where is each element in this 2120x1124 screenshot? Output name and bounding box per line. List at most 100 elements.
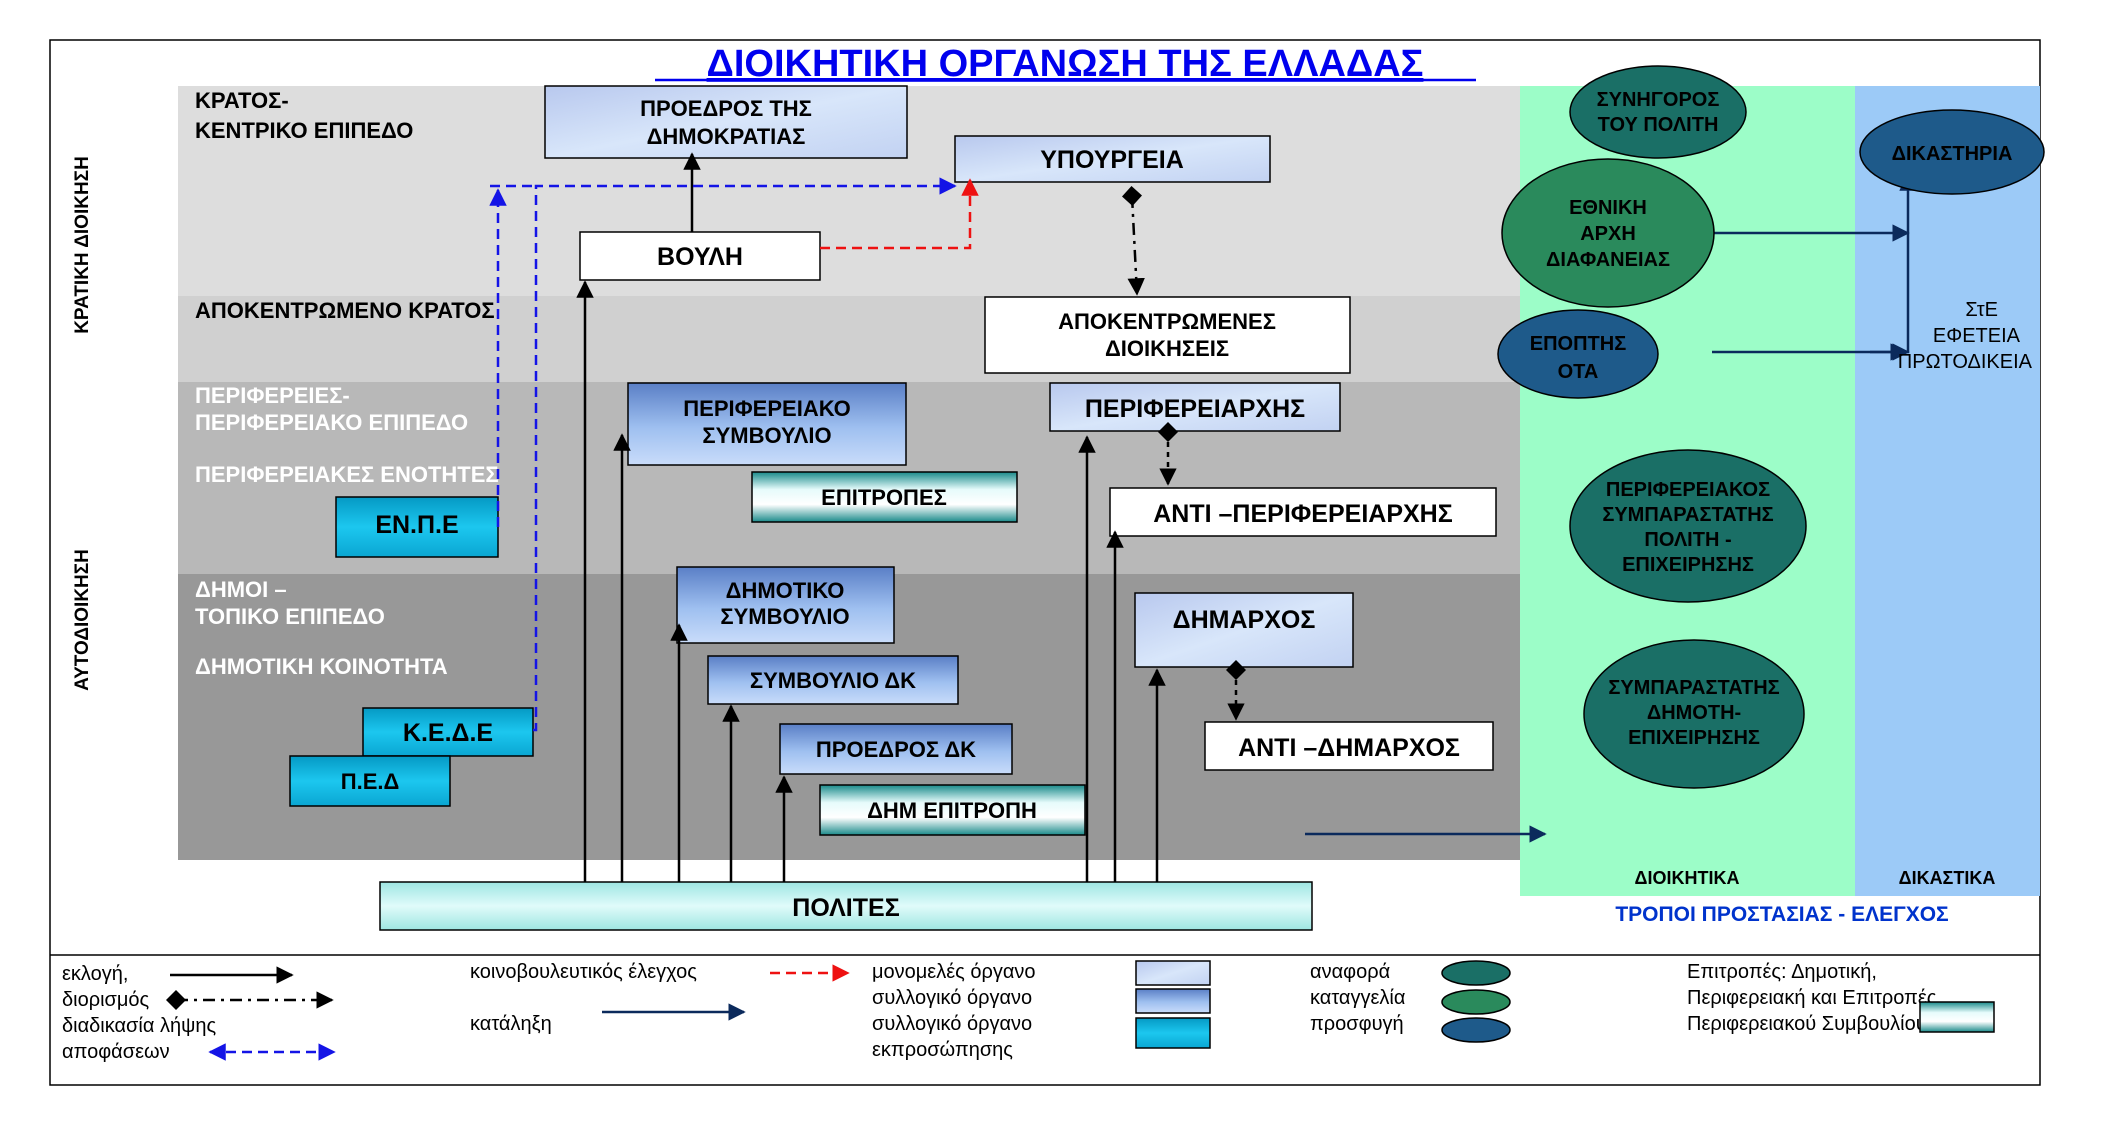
president-label-line2: ΔΗΜΟΚΡΑΤΙΑΣ <box>647 124 806 149</box>
ota-supervisor-line2: ΟΤΑ <box>1558 361 1599 383</box>
mayor-label: ΔΗΜΑΡΧΟΣ <box>1173 606 1316 634</box>
judicial-column <box>1855 86 2040 896</box>
ombudsman-line2: ΤΟΥ ΠΟΛΙΤΗ <box>1598 114 1719 136</box>
mayor-box <box>1134 592 1354 668</box>
level-municipalities-line1: ΔΗΜΟΙ – <box>195 577 287 602</box>
arrow-parliamentary-control <box>820 178 979 250</box>
legend-single-swatch <box>1135 960 1211 986</box>
level-municipalities-line2: ΤΟΠΙΚΟ ΕΠΙΠΕΔΟ <box>195 604 385 629</box>
arrow-ministries-to-decentralized <box>1122 186 1145 296</box>
level-community: ΔΗΜΟΤΙΚΗ ΚΟΙΝΟΤΗΤΑ <box>195 654 448 679</box>
level-central-line2: ΚΕΝΤΡΙΚΟ ΕΠΙΠΕΔΟ <box>195 118 413 143</box>
transparency-line1: ΕΘΝΙΚΗ <box>1569 197 1647 219</box>
kede-box <box>362 707 534 757</box>
ministries-box <box>954 135 1271 183</box>
side-label-self-government: ΑΥΤΟΔΙΟΙΚΗΣΗ <box>72 549 93 691</box>
municipal-mediator-line2: ΔΗΜΟΤΗ- <box>1647 702 1741 724</box>
ombudsman-oval <box>1569 65 1747 159</box>
enpe-box <box>335 496 499 558</box>
arrow-kede-to-ministries <box>533 177 957 732</box>
legend-representative-organ-line2: εκπροσώπησης <box>872 1039 1013 1061</box>
legend-committees-line2: Περιφερειακή και Επιτροπές <box>1687 987 1937 1009</box>
municipal-mediator-oval <box>1583 639 1805 789</box>
ombudsman-line1: ΣΥΝΗΓΟΡΟΣ <box>1597 89 1720 111</box>
judicial-column-label: ΔΙΚΑΣΤΙΚΑ <box>1899 868 1996 888</box>
legend-committee-swatch <box>1919 1001 1995 1033</box>
deputy-governor-box <box>1109 487 1497 537</box>
municipal-mediator-line3: ΕΠΙΧΕΙΡΗΣΗΣ <box>1628 727 1760 749</box>
committees-box <box>751 471 1018 523</box>
ota-supervisor-oval <box>1497 309 1659 399</box>
legend-appeal-oval <box>1441 1017 1511 1043</box>
deputy-mayor-box <box>1204 721 1494 771</box>
regional-council-line1: ΠΕΡΙΦΕΡΕΙΑΚΟ <box>683 396 850 421</box>
community-president-label: ΠΡΟΕΔΡΟΣ ΔΚ <box>816 737 976 762</box>
parliament-box <box>579 231 821 281</box>
regional-governor-label: ΠΕΡΙΦΕΡΕΙΑΡΧΗΣ <box>1085 395 1305 423</box>
regional-mediator-line4: ΕΠΙΧΕΙΡΗΣΗΣ <box>1622 554 1754 576</box>
regional-governor-box <box>1049 382 1341 432</box>
legend-report-oval <box>1441 960 1511 986</box>
legend-representative-organ-line1: συλλογικό όργανο <box>872 1013 1032 1035</box>
regional-mediator-line2: ΣΥΜΠΑΡΑΣΤΑΤΗΣ <box>1602 504 1773 526</box>
level-regional-units: ΠΕΡΙΦΕΡΕΙΑΚΕΣ ΕΝΟΤΗΤΕΣ <box>195 462 499 487</box>
president-label-line1: ΠΡΟΕΔΡΟΣ ΤΗΣ <box>640 96 812 121</box>
ped-box <box>289 755 451 807</box>
legend-election-line2: διορισμός <box>62 989 150 1011</box>
diagram-title: ΔΙΟΙΚΗΤΙΚΗ ΟΡΓΑΝΩΣΗ ΤΗΣ ΕΛΛΑΔΑΣ <box>707 43 1424 85</box>
legend-collective-organ: συλλογικό όργανο <box>872 987 1032 1009</box>
municipal-council-box <box>676 566 895 644</box>
municipal-council-line2: ΣΥΜΒΟΥΛΙΟ <box>720 604 849 629</box>
court-ste: ΣτΕ <box>1965 299 1998 321</box>
legend-complaint: καταγγελία <box>1310 987 1405 1009</box>
regional-mediator-line3: ΠΟΛΙΤΗ - <box>1644 529 1731 551</box>
regional-mediator-line1: ΠΕΡΙΦΕΡΕΙΑΚΟΣ <box>1606 479 1770 501</box>
regional-council-box <box>627 382 907 466</box>
decentralized-admin-line2: ΔΙΟΙΚΗΣΕΙΣ <box>1105 336 1229 361</box>
municipal-mediator-line1: ΣΥΜΠΑΡΑΣΤΑΤΗΣ <box>1608 677 1779 699</box>
decentralized-admin-box <box>984 296 1351 374</box>
president-box <box>544 85 908 159</box>
legend-election-line4: αποφάσεων <box>62 1041 170 1063</box>
parliament-label: ΒΟΥΛΗ <box>657 243 743 271</box>
legend-conclusion: κατάληξη <box>470 1013 552 1035</box>
ota-supervisor-line1: ΕΠΟΠΤΗΣ <box>1530 333 1626 355</box>
ped-label: Π.Ε.Δ <box>341 769 400 794</box>
transparency-authority-oval <box>1501 158 1715 308</box>
decentralized-admin-line1: ΑΠΟΚΕΝΤΡΩΜΕΝΕΣ <box>1058 309 1276 334</box>
transparency-line3: ΔΙΑΦΑΝΕΙΑΣ <box>1546 249 1670 271</box>
legend-election-line3: διαδικασία λήψης <box>62 1015 216 1037</box>
transparency-line2: ΑΡΧΗ <box>1580 223 1636 245</box>
municipal-committee-box <box>819 784 1086 836</box>
court-first-instance: ΠΡΩΤΟΔΙΚΕΙΑ <box>1898 351 2033 373</box>
arrow-supervisor-to-courts <box>1712 173 1917 354</box>
citizens-label: ΠΟΛΙΤΕΣ <box>792 894 899 922</box>
level-central-line1: ΚΡΑΤΟΣ- <box>195 88 289 113</box>
legend-single-organ: μονομελές όργανο <box>872 961 1036 983</box>
protection-footer: ΤΡΟΠΟΙ ΠΡΟΣΤΑΣΙΑΣ - ΕΛΕΓΧΟΣ <box>1615 903 1948 926</box>
side-label-state: ΚΡΑΤΙΚΗ ΔΙΟΙΚΗΣΗ <box>72 156 93 334</box>
legend-committees-line1: Επιτροπές: Δημοτική, <box>1687 961 1877 983</box>
legend-election-line1: εκλογή, <box>62 963 128 985</box>
kede-label: Κ.Ε.Δ.Ε <box>403 719 493 747</box>
legend-representative-swatch <box>1135 1017 1211 1049</box>
regional-mediator-oval <box>1569 449 1807 603</box>
municipal-committee-label: ΔΗΜ ΕΠΙΤΡΟΠΗ <box>867 798 1037 823</box>
legend-complaint-oval <box>1441 989 1511 1015</box>
legend-collective-swatch <box>1135 988 1211 1014</box>
municipal-council-line1: ΔΗΜΟΤΙΚΟ <box>726 578 845 603</box>
ministries-label: ΥΠΟΥΡΓΕΙΑ <box>1040 146 1184 174</box>
level-regions-line2: ΠΕΡΙΦΕΡΕΙΑΚΟ ΕΠΙΠΕΔΟ <box>195 410 468 435</box>
enpe-label: ΕΝ.Π.Ε <box>375 511 458 539</box>
deputy-mayor-label: ΑΝΤΙ –ΔΗΜΑΡΧΟΣ <box>1238 734 1460 762</box>
deputy-governor-label: ΑΝΤΙ –ΠΕΡΙΦΕΡΕΙΑΡΧΗΣ <box>1153 500 1452 528</box>
courts-label: ΔΙΚΑΣΤΗΡΙΑ <box>1892 143 2013 165</box>
citizens-box <box>379 881 1313 931</box>
committees-label: ΕΠΙΤΡΟΠΕΣ <box>821 485 947 510</box>
regional-council-line2: ΣΥΜΒΟΥΛΙΟ <box>702 423 831 448</box>
level-decentralized: ΑΠΟΚΕΝΤΡΩΜΕΝΟ ΚΡΑΤΟΣ <box>195 298 495 323</box>
legend-parliamentary-control: κοινοβουλευτικός έλεγχος <box>470 961 697 983</box>
level-regions-line1: ΠΕΡΙΦΕΡΕΙΕΣ- <box>195 383 350 408</box>
legend-report: αναφορά <box>1310 961 1390 983</box>
